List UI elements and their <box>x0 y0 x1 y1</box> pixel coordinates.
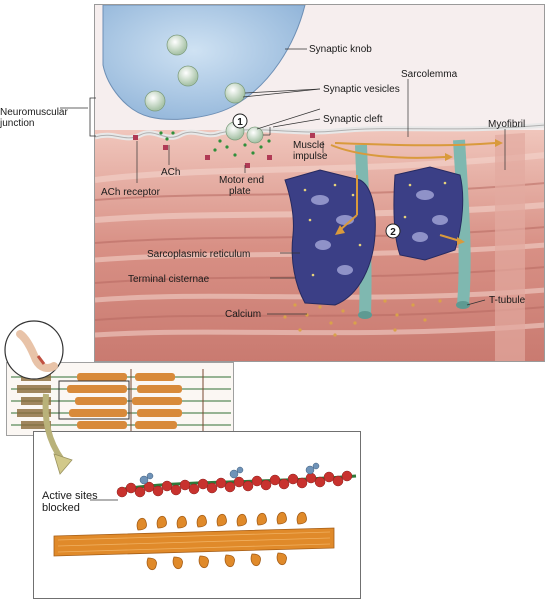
myofibril-label: Myofibril <box>488 119 525 130</box>
synaptic-vesicles-label: Synaptic vesicles <box>323 84 400 95</box>
active-sites-blocked-label: Active sites blocked <box>42 490 98 514</box>
calcium-label: Calcium <box>225 309 261 320</box>
neuromuscular-junction-label: Neuromuscular junction <box>0 107 68 129</box>
active-sites-leader <box>90 498 118 502</box>
step-2-number: 2 <box>390 227 396 238</box>
neuromuscular-junction-bracket <box>60 96 100 140</box>
neuromuscular-junction-figure: 1 <box>94 4 545 362</box>
zoom-arrow <box>40 390 80 480</box>
actin-filament <box>117 463 356 497</box>
body-location-inset <box>0 316 70 386</box>
sarcolemma-label: Sarcolemma <box>401 69 458 80</box>
motor-end-plate-label-line2: plate <box>229 186 251 197</box>
step-1-number: 1 <box>237 117 243 128</box>
synaptic-knob-label: Synaptic knob <box>309 44 372 55</box>
active-sites-label-line2: blocked <box>42 502 98 514</box>
myofilament-illustration <box>34 432 361 599</box>
muscle-impulse-label-line2: impulse <box>293 151 328 162</box>
motor-end-plate-label-line1: Motor end <box>219 175 264 186</box>
t-tubule-label: T-tubule <box>489 295 526 306</box>
synaptic-cleft-label: Synaptic cleft <box>323 114 383 125</box>
myofilament-detail: Active sites blocked <box>33 431 361 599</box>
muscle-impulse-label-line1: Muscle <box>293 140 325 151</box>
neuromuscular-junction-label-line1: Neuromuscular <box>0 107 68 118</box>
terminal-cisternae-label: Terminal cisternae <box>128 274 210 285</box>
myofibril-cylinder <box>495 133 525 362</box>
ach-receptor-label: ACh receptor <box>101 187 161 198</box>
sarcoplasmic-reticulum-label: Sarcoplasmic reticulum <box>147 249 250 260</box>
neuromuscular-junction-illustration: 1 <box>95 5 545 362</box>
synaptic-knob <box>103 5 305 119</box>
ach-label: ACh <box>161 167 180 178</box>
neuromuscular-junction-label-line2: junction <box>0 118 68 129</box>
myosin-filament <box>54 512 334 569</box>
